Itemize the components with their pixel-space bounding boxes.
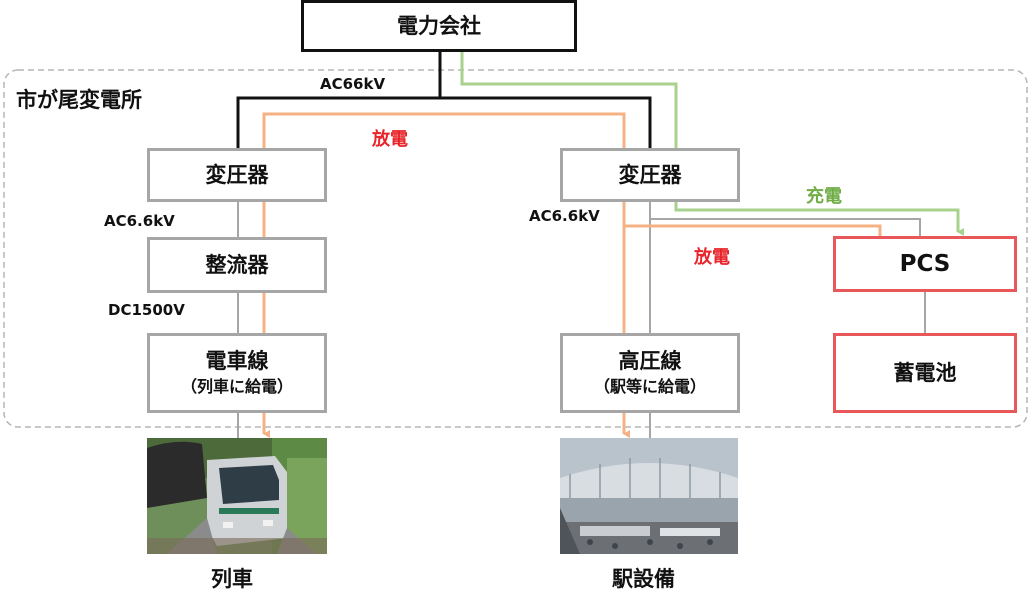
rectifier-box: 整流器 <box>147 237 327 293</box>
charge-line <box>460 52 964 236</box>
power-company-label: 電力会社 <box>397 14 481 38</box>
right-transformer-box: 変圧器 <box>560 148 740 202</box>
discharge-line-pcs <box>624 224 882 236</box>
rectifier-label: 整流器 <box>205 253 269 277</box>
ac6.6kv-left-label: AC6.6kV <box>104 212 175 230</box>
station-photo <box>560 438 738 554</box>
pcs-box: PCS <box>833 236 1017 292</box>
substation-boundary <box>3 69 1028 428</box>
overhead-line-box: 電車線 （列車に給電） <box>147 333 327 413</box>
charge-label: 充電 <box>806 186 842 207</box>
battery-label: 蓄電池 <box>893 361 957 385</box>
train-caption: 列車 <box>211 567 253 591</box>
ac66kv-label: AC66kV <box>320 75 386 93</box>
pcs-label: PCS <box>899 251 951 277</box>
black-feed-line-right <box>440 96 652 150</box>
discharge-right-label: 放電 <box>694 247 730 268</box>
black-feed-line <box>236 52 442 150</box>
dc1500v-label: DC1500V <box>108 301 185 319</box>
gray-line-to-pcs <box>650 218 921 236</box>
battery-box: 蓄電池 <box>833 333 1017 413</box>
substation-label: 市が尾変電所 <box>16 88 142 112</box>
station-equipment-caption: 駅設備 <box>612 567 675 591</box>
power-company-box: 電力会社 <box>301 0 577 52</box>
discharge-line-top <box>262 112 626 150</box>
left-transformer-label: 変圧器 <box>205 163 269 187</box>
high-voltage-line-box: 高圧線 （駅等に給電） <box>560 333 740 413</box>
left-transformer-box: 変圧器 <box>147 148 327 202</box>
high-voltage-line-label: 高圧線 <box>618 349 682 373</box>
right-transformer-label: 変圧器 <box>618 163 682 187</box>
ac6.6kv-right-label: AC6.6kV <box>529 207 600 225</box>
high-voltage-line-note: （駅等に給電） <box>593 377 706 396</box>
train-photo <box>147 438 327 554</box>
overhead-line-note: （列車に給電） <box>180 377 293 396</box>
discharge-top-label: 放電 <box>372 129 408 150</box>
overhead-line-label: 電車線 <box>205 349 269 373</box>
